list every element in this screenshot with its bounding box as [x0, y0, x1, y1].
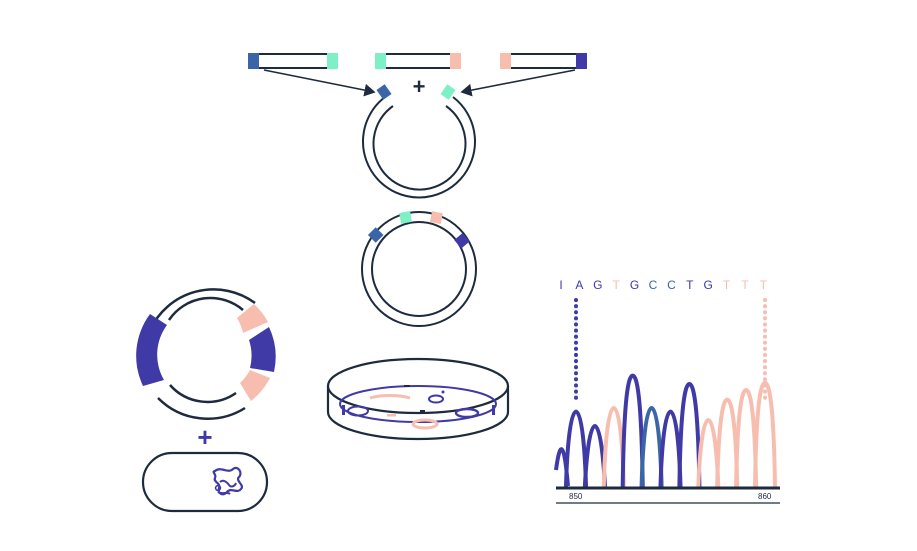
linear-vector	[362, 96, 476, 199]
sequence-base-4: T	[613, 278, 621, 292]
sequence-base-8: T	[686, 278, 694, 292]
sequence-base-10: T	[723, 278, 731, 292]
sequence-base-2: A	[575, 278, 583, 292]
chromatogram-peak-10	[734, 387, 759, 488]
arrow-right	[460, 69, 576, 97]
chromatogram-peak-11	[753, 380, 777, 488]
sequence-base-1: I	[559, 278, 562, 292]
chromatogram-peak-5	[639, 405, 664, 488]
dna-fragment-1	[248, 53, 338, 69]
chromatogram-peak-2	[582, 423, 607, 488]
vector-end-left	[376, 84, 392, 100]
sequence-base-9: G	[704, 278, 713, 292]
assembled-plasmid	[361, 211, 477, 327]
dotted-leaders	[574, 298, 767, 400]
chromatogram-peak-8	[696, 417, 721, 488]
axis-label-end: 860	[758, 492, 772, 501]
feature-plasmid	[136, 288, 276, 420]
vector-end-right	[440, 84, 456, 100]
chromatogram-peak-1	[564, 409, 588, 488]
sequence-base-3: G	[593, 278, 602, 292]
bacterium-cell	[141, 451, 269, 513]
sequence-base-6: C	[649, 278, 658, 292]
dna-fragment-2	[375, 53, 461, 69]
plus-sign-top: +	[413, 74, 426, 99]
chromatogram-peak-4	[620, 373, 645, 488]
chromatogram-peak-7	[677, 381, 702, 488]
sequence-base-12: T	[760, 278, 768, 292]
plus-sign-bottom: +	[197, 422, 212, 452]
chromatogram-axis: 850 860	[556, 486, 780, 504]
petri-dish	[326, 357, 510, 441]
chromatogram-peaks	[554, 373, 777, 488]
arrow-left	[263, 69, 376, 97]
axis-label-start: 850	[569, 492, 583, 501]
chromatogram-peak-6	[658, 409, 683, 488]
chromatogram-peak-3	[601, 405, 626, 488]
sequence-base-11: T	[741, 278, 749, 292]
chromatogram-peak-9	[715, 397, 740, 488]
chromatogram-shoulder	[554, 447, 570, 487]
sequence-base-7: C	[667, 278, 676, 292]
sequence-base-5: G	[630, 278, 639, 292]
dna-fragment-3	[500, 53, 587, 69]
